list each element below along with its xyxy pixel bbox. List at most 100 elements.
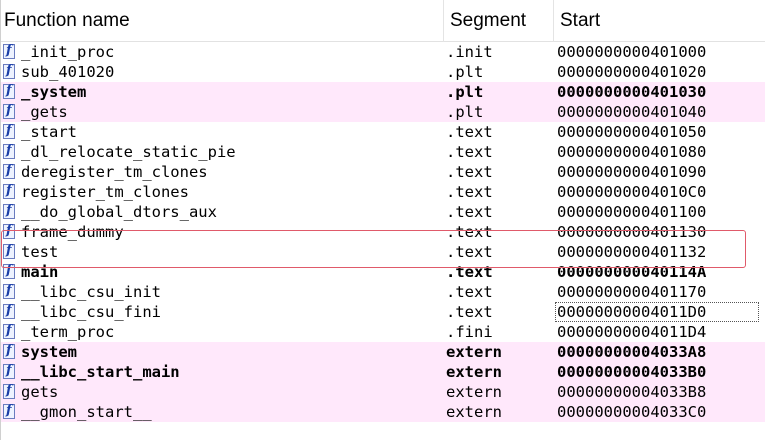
function-icon: [3, 223, 15, 239]
function-name: _dl_relocate_static_pie: [21, 143, 236, 161]
function-icon: [3, 183, 15, 199]
function-segment: extern: [446, 363, 502, 381]
function-start-address: 00000000004033A8: [557, 343, 707, 361]
function-icon: [3, 323, 15, 339]
function-row[interactable]: _start .text 0000000000401050: [1, 122, 765, 142]
function-name: system: [21, 343, 77, 361]
function-start-address: 0000000000401080: [557, 143, 707, 161]
function-segment: extern: [446, 343, 502, 361]
function-icon: [3, 383, 15, 399]
function-start-address: 0000000000401090: [557, 163, 707, 181]
function-start-address: 0000000000401040: [557, 103, 707, 121]
function-row[interactable]: main .text 000000000040114A: [1, 262, 765, 282]
function-name: frame_dummy: [21, 223, 124, 241]
functions-list: _init_proc.init0000000000401000sub_40102…: [1, 42, 765, 422]
function-name: _init_proc: [21, 43, 115, 61]
column-header-function-name[interactable]: Function name: [4, 10, 130, 31]
function-start-address: 0000000000401132: [557, 243, 707, 261]
function-start-address: 00000000004033B0: [557, 363, 707, 381]
function-name: __libc_start_main: [21, 363, 180, 381]
function-name: deregister_tm_clones: [21, 163, 208, 181]
function-row[interactable]: _term_proc .fini 00000000004011D4: [1, 322, 765, 342]
function-row[interactable]: __libc_csu_init .text 0000000000401170: [1, 282, 765, 302]
function-row[interactable]: _system .plt 0000000000401030: [1, 82, 765, 102]
function-start-address: 00000000004011D0: [555, 302, 759, 322]
function-segment: extern: [446, 383, 502, 401]
function-row[interactable]: sub_401020 .plt 0000000000401020: [1, 62, 765, 82]
function-start-address: 0000000000401050: [557, 123, 707, 141]
function-icon: [3, 403, 15, 419]
function-segment: .text: [446, 223, 493, 241]
function-icon: [3, 363, 15, 379]
function-icon: [3, 243, 15, 259]
function-name: register_tm_clones: [21, 183, 189, 201]
function-row[interactable]: system extern 00000000004033A8: [1, 342, 765, 362]
function-icon: [3, 83, 15, 99]
function-row[interactable]: __do_global_dtors_aux.text00000000004011…: [1, 202, 765, 222]
function-icon: [3, 343, 15, 359]
function-start-address: 00000000004011D4: [557, 323, 707, 341]
function-name: _start: [21, 123, 77, 141]
function-segment: .text: [446, 283, 493, 301]
function-segment: .plt: [446, 103, 484, 121]
function-start-address: 00000000004033B8: [557, 383, 707, 401]
function-name: __libc_csu_init: [21, 283, 161, 301]
column-header-segment[interactable]: Segment: [443, 0, 553, 42]
function-start-address: 000000000040114A: [557, 263, 707, 281]
function-start-address: 0000000000401100: [557, 203, 707, 221]
table-header: Function name Segment Start: [1, 0, 765, 42]
function-icon: [3, 283, 15, 299]
function-segment: .text: [446, 123, 493, 141]
function-start-address: 00000000004010C0: [557, 183, 707, 201]
function-row[interactable]: _gets .plt 0000000000401040: [1, 102, 765, 122]
function-row[interactable]: register_tm_clones .text 00000000004010C0: [1, 182, 765, 202]
function-segment: .text: [446, 243, 493, 261]
function-icon: [3, 163, 15, 179]
function-icon: [3, 43, 15, 59]
function-row[interactable]: deregister_tm_clones .text 000000000040109…: [1, 162, 765, 182]
function-segment: .init: [446, 43, 493, 61]
function-name: main: [21, 263, 59, 281]
function-segment: .plt: [446, 63, 484, 81]
function-row[interactable]: _init_proc .init 0000000000401000: [1, 42, 765, 62]
function-segment: .text: [446, 303, 493, 321]
function-start-address: 0000000000401030: [557, 83, 707, 101]
function-start-address: 0000000000401000: [557, 43, 707, 61]
function-row[interactable]: __libc_csu_fini .text 00000000004011D0: [1, 302, 765, 322]
function-icon: [3, 203, 15, 219]
function-icon: [3, 103, 15, 119]
function-name: __gmon_start__: [21, 403, 152, 421]
function-name: __libc_csu_fini: [21, 303, 161, 321]
function-name: _gets: [21, 103, 68, 121]
function-icon: [3, 263, 15, 279]
function-name: gets: [21, 383, 59, 401]
function-row[interactable]: gets extern 00000000004033B8: [1, 382, 765, 402]
function-name: _system: [21, 83, 87, 101]
function-row[interactable]: test .text 0000000000401132: [1, 242, 765, 262]
function-segment: .text: [446, 263, 493, 281]
function-segment: extern: [446, 403, 502, 421]
function-name: test: [21, 243, 59, 261]
function-start-address: 0000000000401170: [557, 283, 707, 301]
function-icon: [3, 63, 15, 79]
function-start-address: 00000000004033C0: [557, 403, 707, 421]
function-row[interactable]: _dl_relocate_static_pie .text 000000000040…: [1, 142, 765, 162]
function-icon: [3, 143, 15, 159]
function-name: sub_401020: [21, 63, 115, 81]
function-segment: .text: [446, 183, 493, 201]
function-row[interactable]: frame_dummy .text 0000000000401130: [1, 222, 765, 242]
function-segment: .plt: [446, 83, 484, 101]
function-name: _term_proc: [21, 323, 115, 341]
function-segment: .text: [446, 163, 493, 181]
function-segment: .fini: [446, 323, 493, 341]
column-header-start[interactable]: Start: [553, 0, 765, 42]
function-start-address: 0000000000401130: [557, 223, 707, 241]
function-row[interactable]: __gmon_start__ extern 00000000004033C0: [1, 402, 765, 422]
function-start-address: 0000000000401020: [557, 63, 707, 81]
function-segment: .text: [446, 203, 493, 221]
function-icon: [3, 303, 15, 319]
function-row[interactable]: __libc_start_main extern 00000000004033B0: [1, 362, 765, 382]
function-segment: .text: [446, 143, 493, 161]
function-icon: [3, 123, 15, 139]
